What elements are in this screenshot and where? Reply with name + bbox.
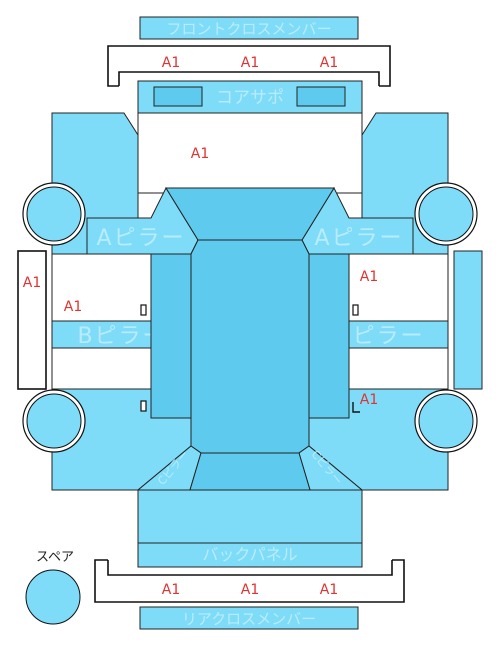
- back-panel-label: バックパネル: [202, 545, 297, 564]
- right-front-wheel[interactable]: [414, 182, 478, 246]
- left-inner-sill[interactable]: [150, 253, 192, 419]
- right-front-door-mark: A1: [360, 269, 378, 285]
- right-rear-door-marker: [352, 402, 360, 413]
- rear-bracket-mark-1: A1: [162, 582, 180, 598]
- left-a-pillar-label: Aピラー: [96, 226, 185, 251]
- right-inner-sill[interactable]: [308, 253, 350, 419]
- front-bracket-mark-2: A1: [241, 55, 259, 71]
- left-rear-door[interactable]: [51, 347, 152, 390]
- right-a-pillar-label: Aピラー: [314, 226, 403, 251]
- left-front-door-handle: [140, 304, 147, 316]
- right-rear-door[interactable]: [348, 347, 449, 390]
- left-front-door[interactable]: [51, 253, 152, 322]
- right-b-pillar-label: Bピラー: [335, 324, 424, 349]
- roof-panel[interactable]: [190, 239, 310, 454]
- left-b-pillar-label: Bピラー: [77, 324, 166, 349]
- left-front-door-mark: A1: [64, 299, 82, 315]
- rear-bracket-inner: [107, 560, 393, 576]
- front-cross-member[interactable]: [139, 16, 359, 40]
- core-support-left-opening: [153, 86, 203, 107]
- rear-bracket-outline: [94, 559, 405, 603]
- rear-window[interactable]: [189, 452, 311, 491]
- front-cross-member-label: フロントクロスメンバー: [166, 20, 331, 38]
- right-rear-door-mark: A1: [360, 392, 378, 408]
- right-front-door-handle: [352, 304, 359, 316]
- left-rear-door-handle: [140, 400, 147, 412]
- rear-cross-member[interactable]: [139, 606, 359, 630]
- engine-compartment[interactable]: [137, 112, 363, 194]
- rear-bracket-mark-2: A1: [241, 582, 259, 598]
- spare-tire[interactable]: [25, 569, 81, 625]
- spare-tire-label: スペア: [36, 550, 74, 565]
- left-side-sill-mark: A1: [23, 275, 41, 291]
- core-support-right-opening: [296, 86, 346, 107]
- front-bracket-mark-3: A1: [320, 55, 338, 71]
- right-front-door[interactable]: [348, 253, 449, 322]
- engine-compartment-mark: A1: [191, 146, 209, 162]
- rear-cross-member-label: リアクロスメンバー: [182, 610, 316, 628]
- right-side-sill[interactable]: [453, 250, 483, 390]
- front-bracket-outline: [107, 45, 391, 87]
- front-bracket-inner: [118, 71, 380, 86]
- rear-bracket-mark-3: A1: [320, 582, 338, 598]
- front-bracket-mark-1: A1: [162, 55, 180, 71]
- core-support-label: コアサポ: [216, 88, 284, 108]
- left-front-wheel[interactable]: [22, 182, 86, 246]
- back-panel[interactable]: [137, 489, 363, 568]
- right-rear-wheel[interactable]: [414, 389, 478, 453]
- left-side-sill-outline[interactable]: [17, 250, 47, 390]
- left-rear-wheel[interactable]: [22, 389, 86, 453]
